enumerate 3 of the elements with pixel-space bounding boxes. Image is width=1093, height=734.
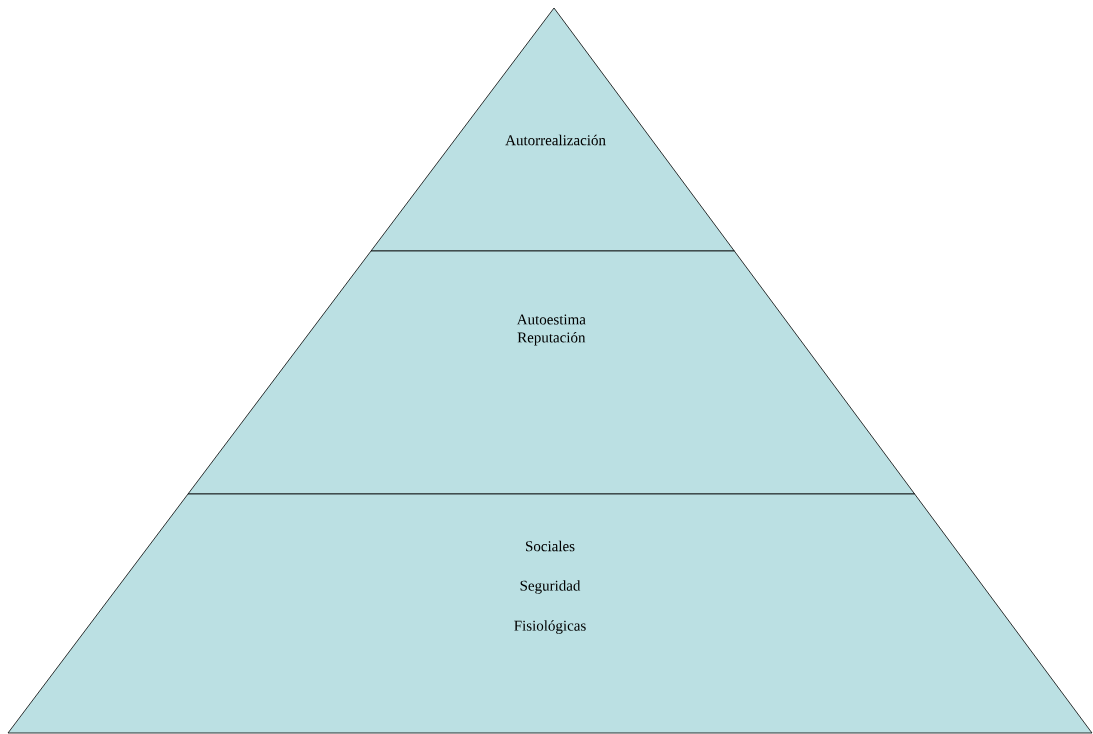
pyramid-tier: Autorrealización xyxy=(370,7,735,252)
pyramid-tier: Sociales Seguridad Fisiológicas xyxy=(7,493,1093,734)
pyramid-tier: Autoestima Reputación xyxy=(187,250,916,495)
